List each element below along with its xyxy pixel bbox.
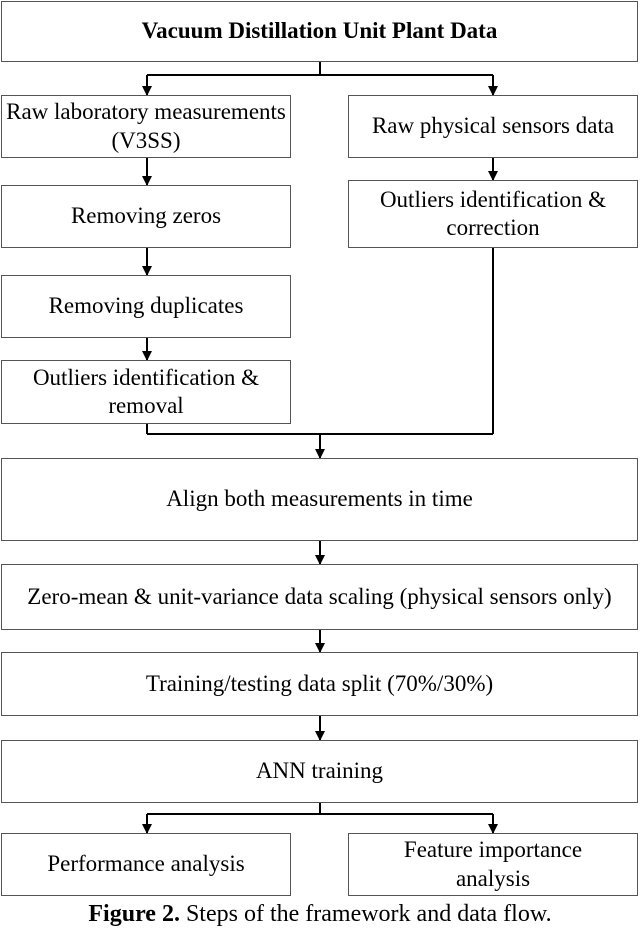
box-outliers-removal: Outliers identification & removal bbox=[1, 360, 291, 424]
box-data-scaling: Zero-mean & unit-variance data scaling (… bbox=[1, 564, 638, 630]
figure-caption: Figure 2. Steps of the framework and dat… bbox=[0, 900, 640, 929]
box-performance-analysis: Performance analysis bbox=[1, 833, 291, 896]
box-align-measurements: Align both measurements in time bbox=[1, 458, 638, 541]
box-feature-importance: Feature importance analysis bbox=[348, 833, 638, 896]
box-outliers-correction: Outliers identification & correction bbox=[348, 180, 638, 248]
caption-label: Figure 2. bbox=[88, 901, 180, 927]
box-plant-data-title: Vacuum Distillation Unit Plant Data bbox=[1, 1, 638, 62]
box-removing-zeros: Removing zeros bbox=[1, 185, 291, 248]
box-removing-duplicates: Removing duplicates bbox=[1, 275, 291, 338]
box-train-test-split: Training/testing data split (70%/30%) bbox=[1, 652, 638, 716]
box-raw-physical-sensors: Raw physical sensors data bbox=[348, 95, 638, 158]
caption-text: Steps of the framework and data flow. bbox=[179, 901, 552, 927]
box-raw-lab-measurements: Raw laboratory measurements (V3SS) bbox=[1, 95, 291, 158]
box-ann-training: ANN training bbox=[1, 740, 638, 803]
